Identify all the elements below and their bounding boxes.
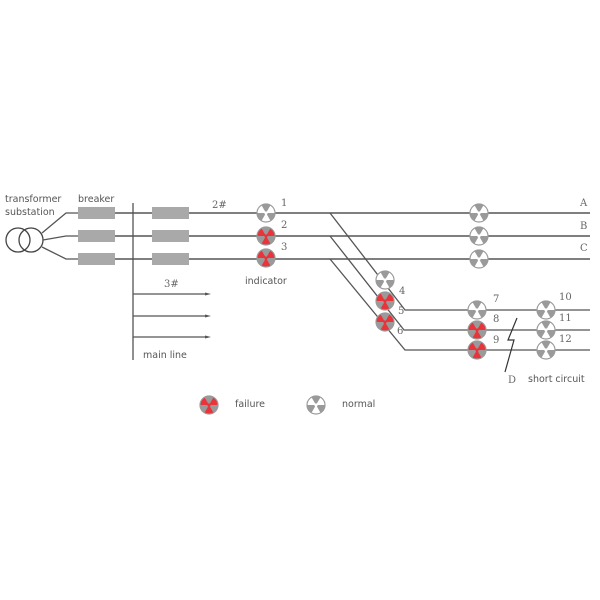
phase-a-label: A	[580, 198, 588, 209]
transformer-symbol	[5, 227, 44, 253]
feeder-arrows	[205, 292, 211, 339]
transformer-label-line1: transformer	[5, 194, 62, 205]
indicator-3-failure-icon	[256, 248, 276, 268]
phase-b-label: B	[580, 221, 588, 232]
indicator-12-number: 12	[559, 334, 572, 345]
indicator-c-normal-icon	[469, 249, 489, 269]
indicator-b-normal-icon	[469, 226, 489, 246]
short-circuit-label: short circuit	[528, 374, 585, 385]
indicator-10-number: 10	[559, 292, 572, 303]
branch-lines	[329, 212, 590, 351]
legend-failure-label: failure	[235, 399, 266, 410]
breaker-1b	[78, 230, 115, 242]
indicator-a-normal-icon	[469, 203, 489, 223]
breaker-label: breaker	[78, 194, 115, 205]
indicator-12-normal-icon	[536, 340, 556, 360]
indicator-label: indicator	[245, 276, 287, 287]
phase-c-label: C	[580, 243, 588, 254]
indicator-7-number: 7	[493, 294, 500, 305]
indicator-7-normal-icon	[467, 300, 487, 320]
indicator-8-number: 8	[493, 314, 500, 325]
indicator-4-number: 4	[399, 286, 406, 297]
indicator-1-number: 1	[281, 198, 288, 209]
feeder-3-label: 3#	[164, 279, 179, 290]
transformer-leads	[41, 212, 78, 260]
indicator-2-number: 2	[281, 220, 288, 231]
indicator-5-failure-icon	[375, 291, 395, 311]
feeder-2-label: 2#	[212, 200, 227, 211]
indicator-1-normal-icon	[256, 203, 276, 223]
indicator-11-number: 11	[559, 313, 572, 324]
breaker-2c	[152, 253, 189, 265]
main-line-bus	[132, 203, 205, 360]
breaker-2a	[152, 207, 189, 219]
indicator-6-number: 6	[397, 326, 404, 337]
indicator-9-number: 9	[493, 335, 500, 346]
transformer-label-line2: substation	[5, 207, 55, 218]
legend-failure-icon	[199, 395, 219, 415]
indicator-4-normal-icon	[375, 270, 395, 290]
indicator-8-failure-icon	[467, 320, 487, 340]
indicator-6-failure-icon	[375, 312, 395, 332]
indicator-10-normal-icon	[536, 300, 556, 320]
legend-normal-label: normal	[342, 399, 376, 410]
indicator-3-number: 3	[281, 242, 288, 253]
breaker-2b	[152, 230, 189, 242]
legend-normal-icon	[306, 395, 326, 415]
breaker-1c	[78, 253, 115, 265]
indicator-9-failure-icon	[467, 340, 487, 360]
short-circuit-fault-symbol	[504, 317, 518, 373]
indicator-5-number: 5	[398, 306, 405, 317]
indicator-2-failure-icon	[256, 226, 276, 246]
main-line-label: main line	[143, 350, 187, 361]
breakers	[78, 207, 189, 265]
fault-point-label: D	[508, 375, 517, 386]
breaker-1a	[78, 207, 115, 219]
indicator-11-normal-icon	[536, 320, 556, 340]
